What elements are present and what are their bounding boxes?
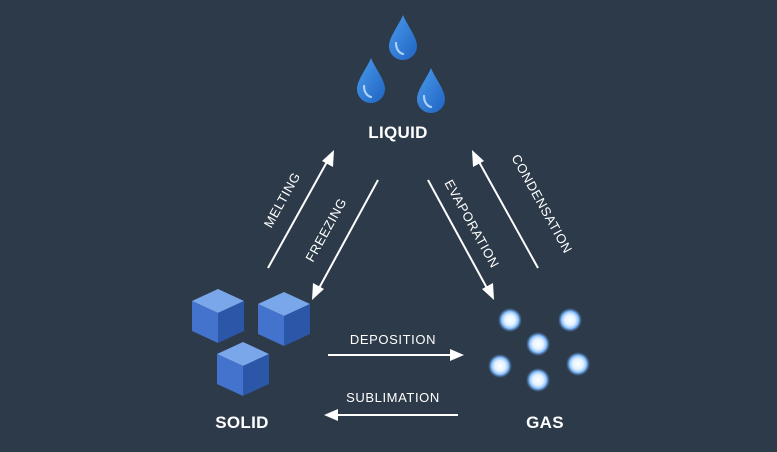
deposition-label: DEPOSITION: [350, 332, 436, 347]
gas-particle: [558, 308, 582, 332]
gas-particle: [526, 368, 550, 392]
melting-arrow: [267, 150, 334, 269]
condensation-arrow: [472, 150, 539, 269]
water-drop-icon: [355, 13, 447, 115]
water-drop-icon: [355, 56, 387, 105]
ice-cube-icon: [192, 289, 244, 343]
condensation-label: CONDENSATION: [508, 152, 575, 256]
sublimation-arrow: [324, 409, 458, 421]
gas-label: GAS: [526, 413, 564, 432]
freezing-arrow: [312, 179, 379, 300]
evaporation-arrow: [427, 179, 494, 300]
deposition-arrow: [328, 349, 464, 361]
solid-label: SOLID: [215, 413, 268, 432]
water-drop-icon: [387, 13, 419, 62]
sublimation-label: SUBLIMATION: [346, 390, 440, 405]
gas-particle: [488, 354, 512, 378]
gas-particle-icon: [488, 308, 590, 392]
water-drop-icon: [415, 66, 447, 115]
liquid-label: LIQUID: [368, 123, 427, 142]
freezing-label: FREEZING: [302, 195, 349, 264]
gas-particle: [498, 308, 522, 332]
melting-label: MELTING: [261, 169, 304, 230]
ice-cube-icon: [217, 342, 269, 396]
gas-particle: [526, 332, 550, 356]
ice-cube-icon: [192, 289, 310, 396]
ice-cube-icon: [258, 292, 310, 346]
evaporation-label: EVAPORATION: [441, 177, 502, 270]
gas-particle: [566, 352, 590, 376]
